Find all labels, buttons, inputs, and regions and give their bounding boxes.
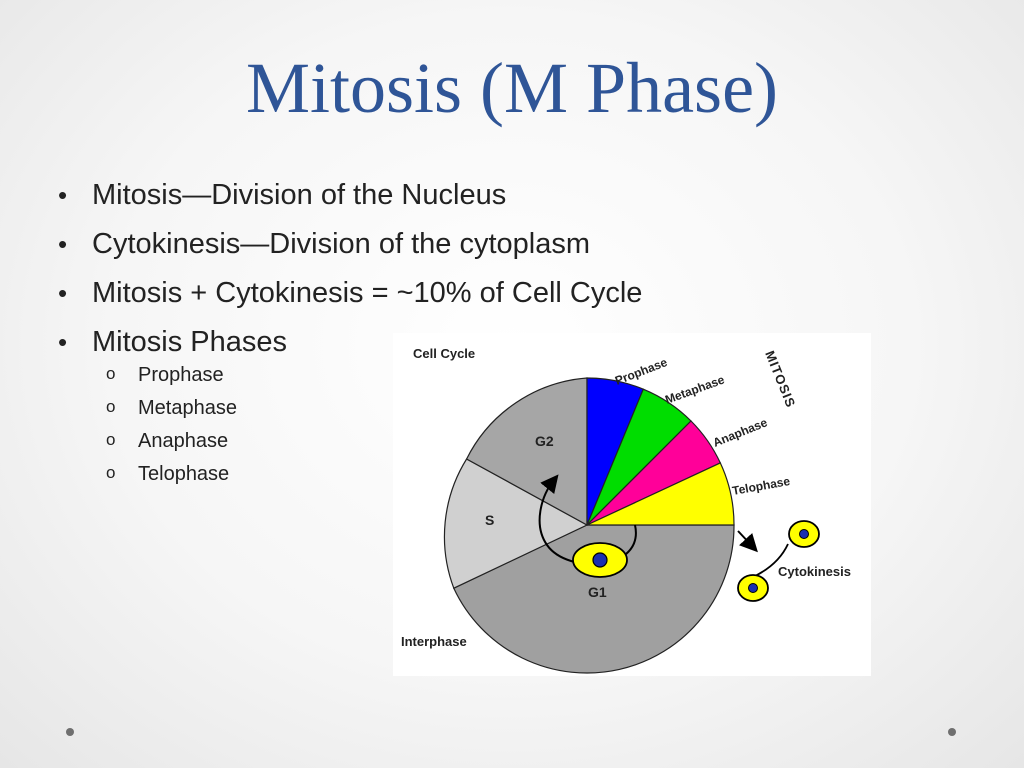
bullet-list: Mitosis—Division of the Nucleus Cytokine… xyxy=(56,176,642,486)
cytokinesis-curve xyxy=(754,543,789,577)
telophase-sector xyxy=(586,462,735,526)
sub-bullet-item: Anaphase xyxy=(106,427,237,461)
cell-cycle-title: Cell Cycle xyxy=(413,346,475,361)
slide-corner-dot-left xyxy=(66,728,74,736)
sub-bullet-item: Prophase xyxy=(106,361,237,395)
bullet-item: Mitosis + Cytokinesis = ~10% of Cell Cyc… xyxy=(56,274,642,323)
cell-cycle-svg: Cell Cycle G2 S G1 Interphase Cytokinesi… xyxy=(401,346,851,674)
s-sector xyxy=(443,458,589,590)
bullet-item: Cytokinesis—Division of the cytoplasm xyxy=(56,225,642,274)
sub-bullet-item: Telophase xyxy=(106,460,237,494)
telophase-label: Telophase xyxy=(731,474,791,498)
daughter-nucleus-bottom-icon xyxy=(748,583,758,593)
interphase-arrow xyxy=(538,474,637,566)
bullet-item-phases: Mitosis Phases Prophase Metaphase Anapha… xyxy=(56,323,642,486)
anaphase-label: Anaphase xyxy=(711,415,770,450)
sub-bullet-item: Metaphase xyxy=(106,394,237,428)
g1-nucleus-icon xyxy=(592,552,608,568)
cell-cycle-diagram: Cell Cycle G2 S G1 Interphase Cytokinesi… xyxy=(393,333,871,676)
mitosis-label: MITOSIS xyxy=(762,349,798,410)
sub-bullet-list: Prophase Metaphase Anaphase Telophase xyxy=(106,361,237,494)
bullet-text: Mitosis Phases xyxy=(92,326,288,358)
s-label: S xyxy=(485,512,494,528)
slide-corner-dot-right xyxy=(948,728,956,736)
g1-sector xyxy=(453,524,735,674)
g1-label: G1 xyxy=(588,584,607,600)
prophase-label: Prophase xyxy=(613,355,669,388)
metaphase-label: Metaphase xyxy=(663,372,726,406)
cytokinesis-arrow xyxy=(737,530,758,553)
daughter-nucleus-top-icon xyxy=(799,529,809,539)
bullet-item: Mitosis—Division of the Nucleus xyxy=(56,176,642,225)
interphase-label: Interphase xyxy=(401,634,467,649)
cytokinesis-label: Cytokinesis xyxy=(778,564,851,579)
g2-label: G2 xyxy=(535,433,554,449)
slide-title: Mitosis (M Phase) xyxy=(245,48,779,128)
